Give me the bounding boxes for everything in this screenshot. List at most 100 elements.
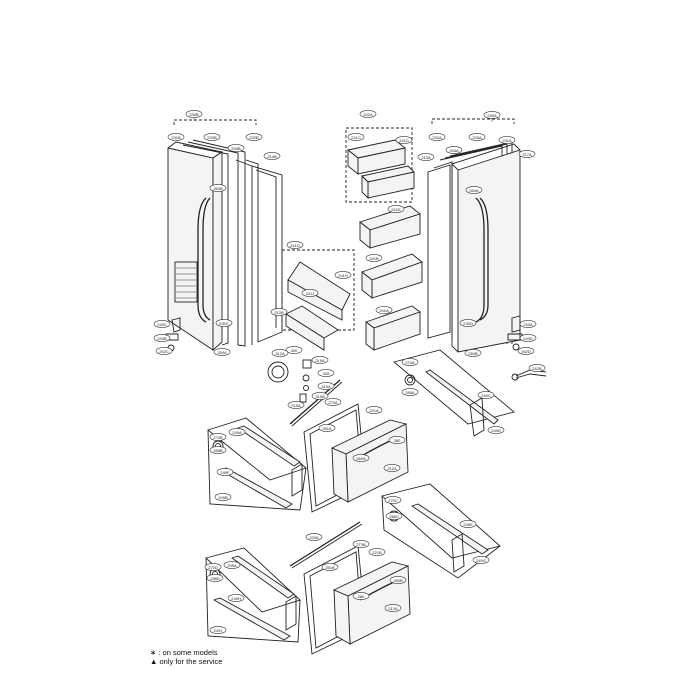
part-label: 230A (483, 111, 501, 119)
part-label: 243B (153, 334, 171, 342)
part-label-text: 319B (315, 394, 325, 399)
part-label-text: 243D (523, 336, 533, 341)
part-label-oval (311, 356, 329, 364)
part-label-text: 288C (389, 514, 399, 519)
part-label: 234A (445, 146, 463, 154)
part-label-text: 217A (522, 152, 532, 157)
part-label-oval (153, 320, 171, 328)
part-label-text: 249D (491, 428, 501, 433)
part-label: 221A (365, 406, 383, 414)
part-label-oval (209, 433, 227, 441)
part-label-oval (216, 468, 234, 476)
part-label: 241C (347, 133, 365, 141)
part-label: 213A (417, 153, 435, 161)
part-label-text: 284B (468, 351, 478, 356)
part-label: 241G (286, 241, 304, 249)
part-label-oval (487, 426, 505, 434)
part-label: 251B (321, 563, 339, 571)
part-label: 249J (209, 626, 227, 634)
part-label-text: 212B (274, 310, 284, 315)
part-label-oval (517, 347, 535, 355)
part-label-oval (519, 334, 537, 342)
part-label-text: 214B (267, 154, 277, 159)
part-label: 319B (311, 392, 329, 400)
part-label-text: 260A (469, 188, 479, 193)
part-label: 234B (227, 144, 245, 152)
part-label-text: 262D (521, 349, 531, 354)
part-label-oval (498, 136, 516, 144)
part-label-text: 232A (432, 135, 442, 140)
door-bins-left-group (267, 249, 355, 403)
lower-freezer-drawer (205, 483, 501, 655)
part-label: 243A (519, 320, 537, 328)
part-label: 242B (528, 364, 546, 372)
part-label-oval (215, 319, 233, 327)
part-label-text: 260B (213, 186, 223, 191)
legend-some-models: ∗ : on some models (150, 648, 218, 657)
part-label-oval (428, 133, 446, 141)
part-label: 212B (270, 308, 288, 316)
part-label-oval (401, 388, 419, 396)
part-label-text: 232B (249, 135, 259, 140)
part-label-oval (518, 150, 536, 158)
part-label: 242A (359, 110, 377, 118)
part-label: 270C (384, 496, 402, 504)
part-label-text: 221B (372, 550, 382, 555)
part-label-oval (203, 133, 221, 141)
part-label: 284B (464, 349, 482, 357)
part-label: 328 (317, 369, 335, 377)
part-label-oval (334, 271, 352, 279)
part-label-oval (387, 205, 405, 213)
part-label-oval (385, 512, 403, 520)
part-label-text: 241B (369, 256, 379, 261)
part-label-text: 231A (502, 138, 512, 143)
part-label-text: 280B (393, 578, 403, 583)
part-label-oval (389, 576, 407, 584)
part-label: 312A (271, 349, 289, 357)
part-label-text: 319A (321, 384, 331, 389)
part-label-oval (228, 428, 246, 436)
part-label-oval (395, 136, 413, 144)
part-label: 260A (465, 186, 483, 194)
part-label-text: 300 (291, 348, 298, 353)
part-label-oval (270, 308, 288, 316)
part-label: 241J (301, 289, 319, 297)
part-label: 270D (204, 563, 222, 571)
part-label-text: 241G (290, 243, 300, 248)
part-label-text: 249E (463, 522, 473, 527)
part-label: 249A (228, 428, 246, 436)
part-label-text: 273B (356, 542, 366, 547)
part-label-text: 262C (159, 349, 169, 354)
part-label-oval (167, 133, 185, 141)
part-label-text: 249F (220, 470, 230, 475)
part-label: 280B (389, 576, 407, 584)
part-label-oval (311, 392, 329, 400)
part-label-text: 249A (227, 563, 237, 568)
legend-service-only: ▲ only for the service (150, 657, 223, 666)
part-label-text: 234A (449, 148, 459, 153)
part-label-text: 215A (315, 358, 325, 363)
part-label-text: 241A (379, 308, 389, 313)
part-label: 231B (167, 133, 185, 141)
part-label-oval (365, 254, 383, 262)
part-label-oval (301, 289, 319, 297)
part-label: 241B (365, 254, 383, 262)
part-label: 249A (223, 561, 241, 569)
part-label-text: 251B (325, 565, 335, 570)
part-label: 241D (395, 136, 413, 144)
part-label: 232B (245, 133, 263, 141)
part-label-text: 220A (309, 535, 319, 540)
part-label: 249F (216, 468, 234, 476)
part-label-text: 328 (323, 371, 330, 376)
part-label: 280 (388, 436, 406, 444)
part-label-oval (214, 493, 232, 501)
part-label-text: 249G (476, 558, 486, 563)
part-label-oval (263, 152, 281, 160)
part-label-text: 212A (387, 466, 397, 471)
part-label-text: 251A (322, 426, 332, 431)
part-label-text: 243B (157, 336, 167, 341)
part-label-oval (477, 391, 495, 399)
part-label-text: 231B (171, 135, 181, 140)
part-label-oval (468, 133, 486, 141)
